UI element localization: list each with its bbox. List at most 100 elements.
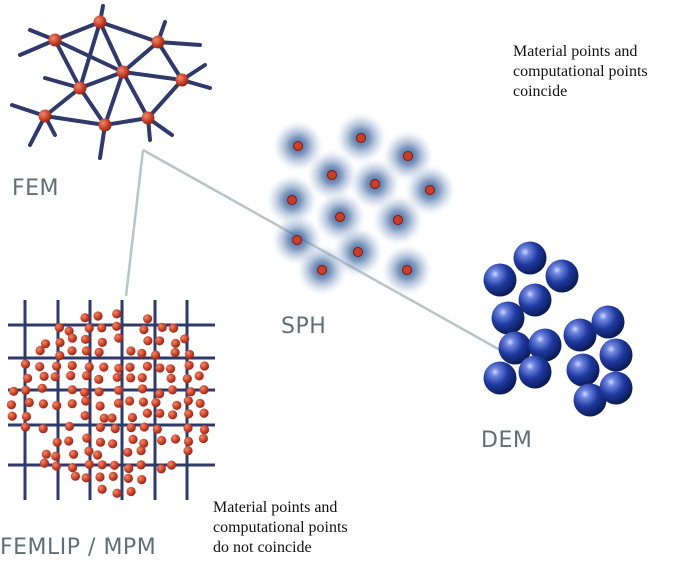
material-point xyxy=(94,374,104,384)
fem-element-edge xyxy=(103,116,150,127)
material-point xyxy=(108,439,118,449)
fem-node xyxy=(93,15,107,29)
dem-sphere xyxy=(518,355,552,389)
material-point xyxy=(165,364,176,374)
fem-element-edge xyxy=(121,70,184,82)
label-femlip: FEMLIP / MPM xyxy=(0,535,157,560)
material-point xyxy=(80,313,90,323)
material-point xyxy=(168,410,178,420)
fem-mesh xyxy=(10,4,212,160)
material-point xyxy=(81,396,91,406)
material-point xyxy=(67,333,77,343)
material-point xyxy=(94,347,104,357)
material-point xyxy=(70,471,80,481)
label-sph: SPH xyxy=(281,314,327,339)
material-point xyxy=(84,459,94,469)
fem-element-edge xyxy=(121,70,150,120)
material-point xyxy=(168,323,179,333)
material-point xyxy=(183,446,193,456)
material-point xyxy=(126,423,136,433)
material-point xyxy=(195,398,205,408)
material-point xyxy=(113,398,124,408)
material-point xyxy=(114,363,124,373)
dem-sphere xyxy=(498,331,532,365)
dem-sphere xyxy=(599,338,633,372)
label-dem: DEM xyxy=(481,428,533,453)
note-coincide-line-1: Material points and xyxy=(513,43,638,60)
note-not-coincide: Material points and computational points… xyxy=(213,498,348,558)
material-point xyxy=(21,411,32,422)
material-point xyxy=(38,399,49,409)
sph-particle-core xyxy=(403,151,413,161)
sph-particle-core xyxy=(287,195,297,205)
dem-sphere xyxy=(591,305,625,339)
material-point xyxy=(99,413,109,423)
material-point xyxy=(139,438,149,448)
material-point xyxy=(80,387,90,397)
material-point xyxy=(64,436,74,446)
material-point xyxy=(125,362,135,372)
material-point xyxy=(183,396,193,406)
material-point xyxy=(52,400,62,411)
material-point xyxy=(21,385,31,395)
material-point xyxy=(124,463,134,474)
material-point xyxy=(35,362,45,372)
material-point xyxy=(112,488,122,498)
sph-particle-core xyxy=(356,133,366,143)
dem-sphere xyxy=(563,318,597,352)
material-point xyxy=(69,449,79,459)
material-point xyxy=(125,396,135,406)
material-point xyxy=(155,336,165,346)
material-point xyxy=(171,338,181,348)
material-point xyxy=(112,321,122,331)
material-point xyxy=(139,422,149,432)
material-point xyxy=(198,433,208,444)
material-point xyxy=(39,371,49,381)
material-point xyxy=(166,460,177,470)
material-point xyxy=(109,460,119,470)
fem-node xyxy=(98,118,112,132)
fem-element-edge xyxy=(78,86,107,127)
material-point xyxy=(24,397,34,408)
fem-node xyxy=(151,35,165,49)
material-point xyxy=(184,409,194,419)
material-point xyxy=(151,398,161,408)
material-point xyxy=(80,334,91,344)
fem-element-edge xyxy=(43,114,107,127)
sph-particle-core xyxy=(393,215,403,225)
femlip-grid xyxy=(6,300,215,500)
material-point xyxy=(123,447,133,457)
fem-node xyxy=(73,81,87,95)
sph-particle-core xyxy=(370,179,380,189)
material-point xyxy=(37,383,47,393)
fem-node xyxy=(116,65,130,79)
dem-spheres xyxy=(483,241,633,417)
material-point xyxy=(6,400,17,410)
material-point xyxy=(155,408,165,418)
material-point xyxy=(97,484,107,494)
material-point xyxy=(39,458,50,468)
material-point xyxy=(82,433,92,443)
material-point xyxy=(112,309,122,319)
material-point xyxy=(157,435,167,446)
material-point xyxy=(67,346,77,356)
fem-element-edge xyxy=(53,38,125,74)
note-not-coincide-line-2: computational points xyxy=(213,519,348,536)
dem-sphere xyxy=(483,361,517,395)
material-point xyxy=(199,385,209,395)
fem-node xyxy=(48,33,62,47)
material-point xyxy=(126,346,136,356)
dem-sphere xyxy=(566,353,600,387)
material-point xyxy=(51,451,61,461)
material-point xyxy=(112,372,122,382)
material-point xyxy=(20,422,30,432)
material-point xyxy=(9,386,19,396)
material-point xyxy=(142,361,152,371)
material-point xyxy=(94,387,104,397)
sph-particle-core xyxy=(292,235,302,245)
material-point xyxy=(52,361,62,371)
material-point xyxy=(143,314,153,324)
material-point xyxy=(194,371,204,381)
material-point xyxy=(38,424,48,434)
